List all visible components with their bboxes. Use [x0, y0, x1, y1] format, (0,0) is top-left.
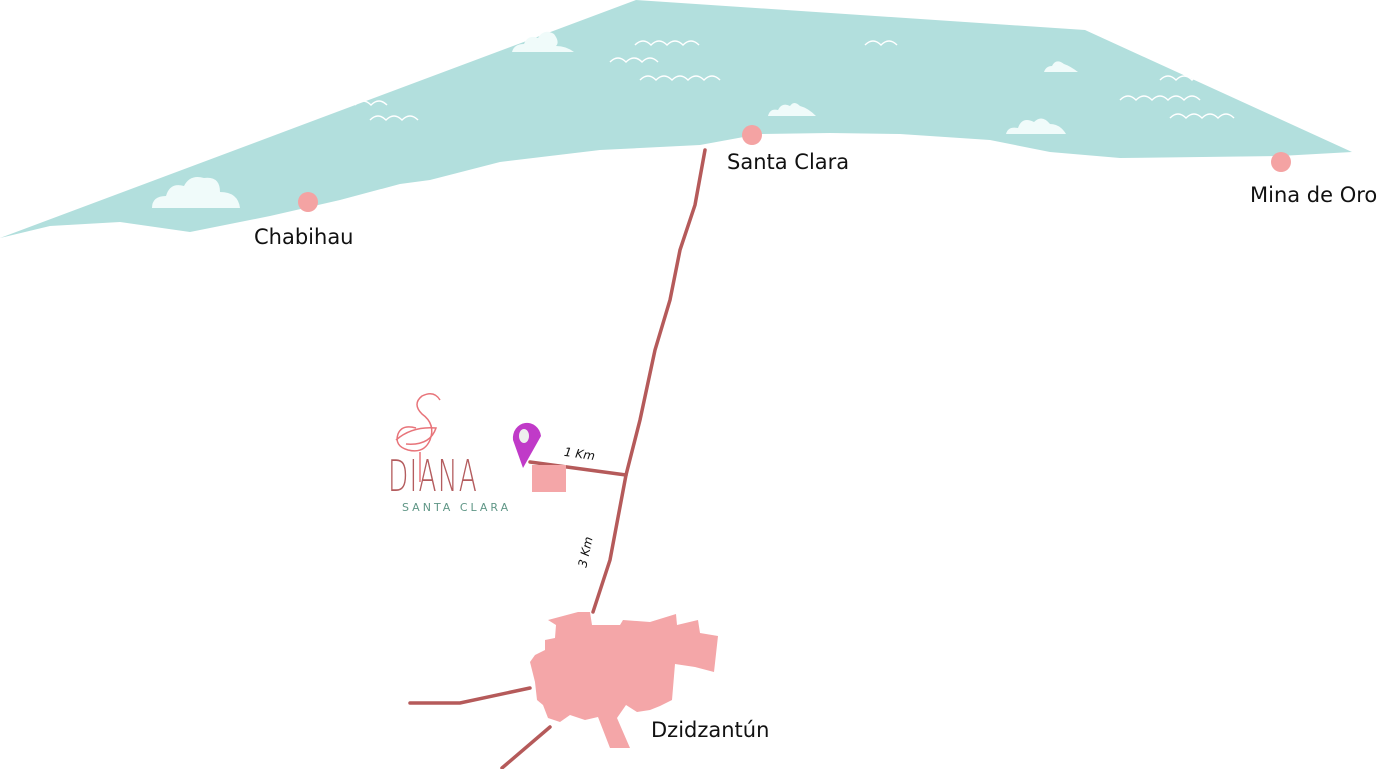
- label-santa-clara: Santa Clara: [727, 150, 850, 174]
- sea: [0, 0, 1352, 238]
- map-pin-icon[interactable]: [512, 422, 541, 468]
- label-chabihau: Chabihau: [254, 225, 354, 249]
- place-dots: [298, 125, 1291, 212]
- property-lot: [532, 465, 566, 492]
- road-branch: [528, 460, 628, 477]
- town-dzidzantun: [530, 612, 718, 748]
- road-southwest: [500, 725, 552, 769]
- clouds: [152, 31, 1078, 208]
- roads: [408, 148, 707, 769]
- logo-name: DIANA: [388, 451, 478, 502]
- waves: [49, 40, 1241, 147]
- road-main: [591, 148, 707, 614]
- flamingo-icon: [395, 393, 441, 482]
- label-dzidzantun: Dzidzantún: [651, 718, 770, 742]
- road-west: [408, 686, 532, 705]
- logo-subtitle: SANTA CLARA: [402, 501, 512, 514]
- label-mina-de-oro: Mina de Oro: [1250, 183, 1378, 207]
